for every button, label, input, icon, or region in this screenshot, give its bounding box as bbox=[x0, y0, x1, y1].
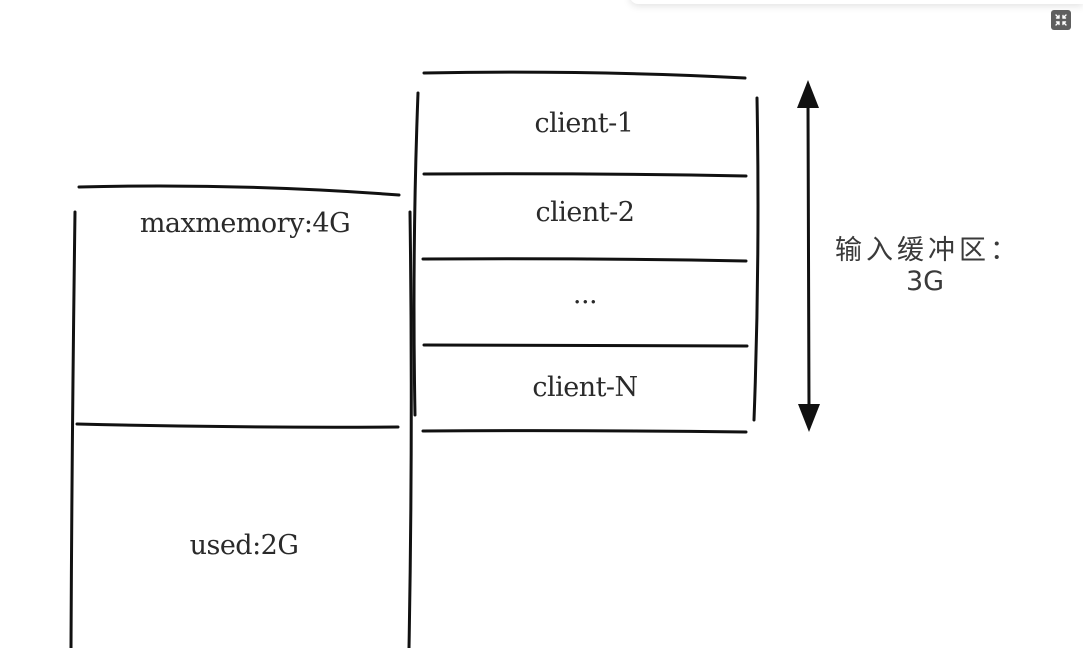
buffer-size-arrow-shaft bbox=[806, 100, 811, 412]
input-buffer-label: 输入缓冲区： bbox=[835, 235, 1021, 266]
client-1-label: client-1 bbox=[534, 108, 634, 139]
memory-box-right-edge bbox=[407, 210, 413, 648]
ellipsis-label: ... bbox=[572, 279, 598, 310]
client-n-label: client-N bbox=[532, 372, 638, 403]
memory-box-top-edge bbox=[77, 184, 401, 197]
client-2-label: client-2 bbox=[535, 197, 635, 228]
buffer-box-bottom-edge bbox=[421, 429, 748, 434]
buffer-box-right-edge bbox=[752, 96, 760, 422]
input-buffer-size-label: 3G bbox=[905, 266, 945, 297]
buffer-divider-3 bbox=[422, 343, 749, 348]
memory-box-left-edge bbox=[69, 210, 77, 648]
arrow-head-up bbox=[797, 80, 819, 108]
exit-fullscreen-button[interactable] bbox=[1051, 10, 1071, 30]
arrow-head-down bbox=[798, 404, 820, 432]
memory-used-divider bbox=[75, 422, 400, 429]
buffer-box-top-edge bbox=[422, 70, 747, 80]
maxmemory-label: maxmemory:4G bbox=[139, 208, 351, 239]
used-memory-label: used:2G bbox=[189, 530, 299, 561]
top-toolbar-edge bbox=[630, 0, 1083, 4]
buffer-box-left-edge bbox=[412, 91, 420, 417]
collapse-fullscreen-icon bbox=[1055, 14, 1067, 26]
buffer-divider-2 bbox=[421, 257, 748, 263]
buffer-divider-1 bbox=[422, 172, 748, 178]
